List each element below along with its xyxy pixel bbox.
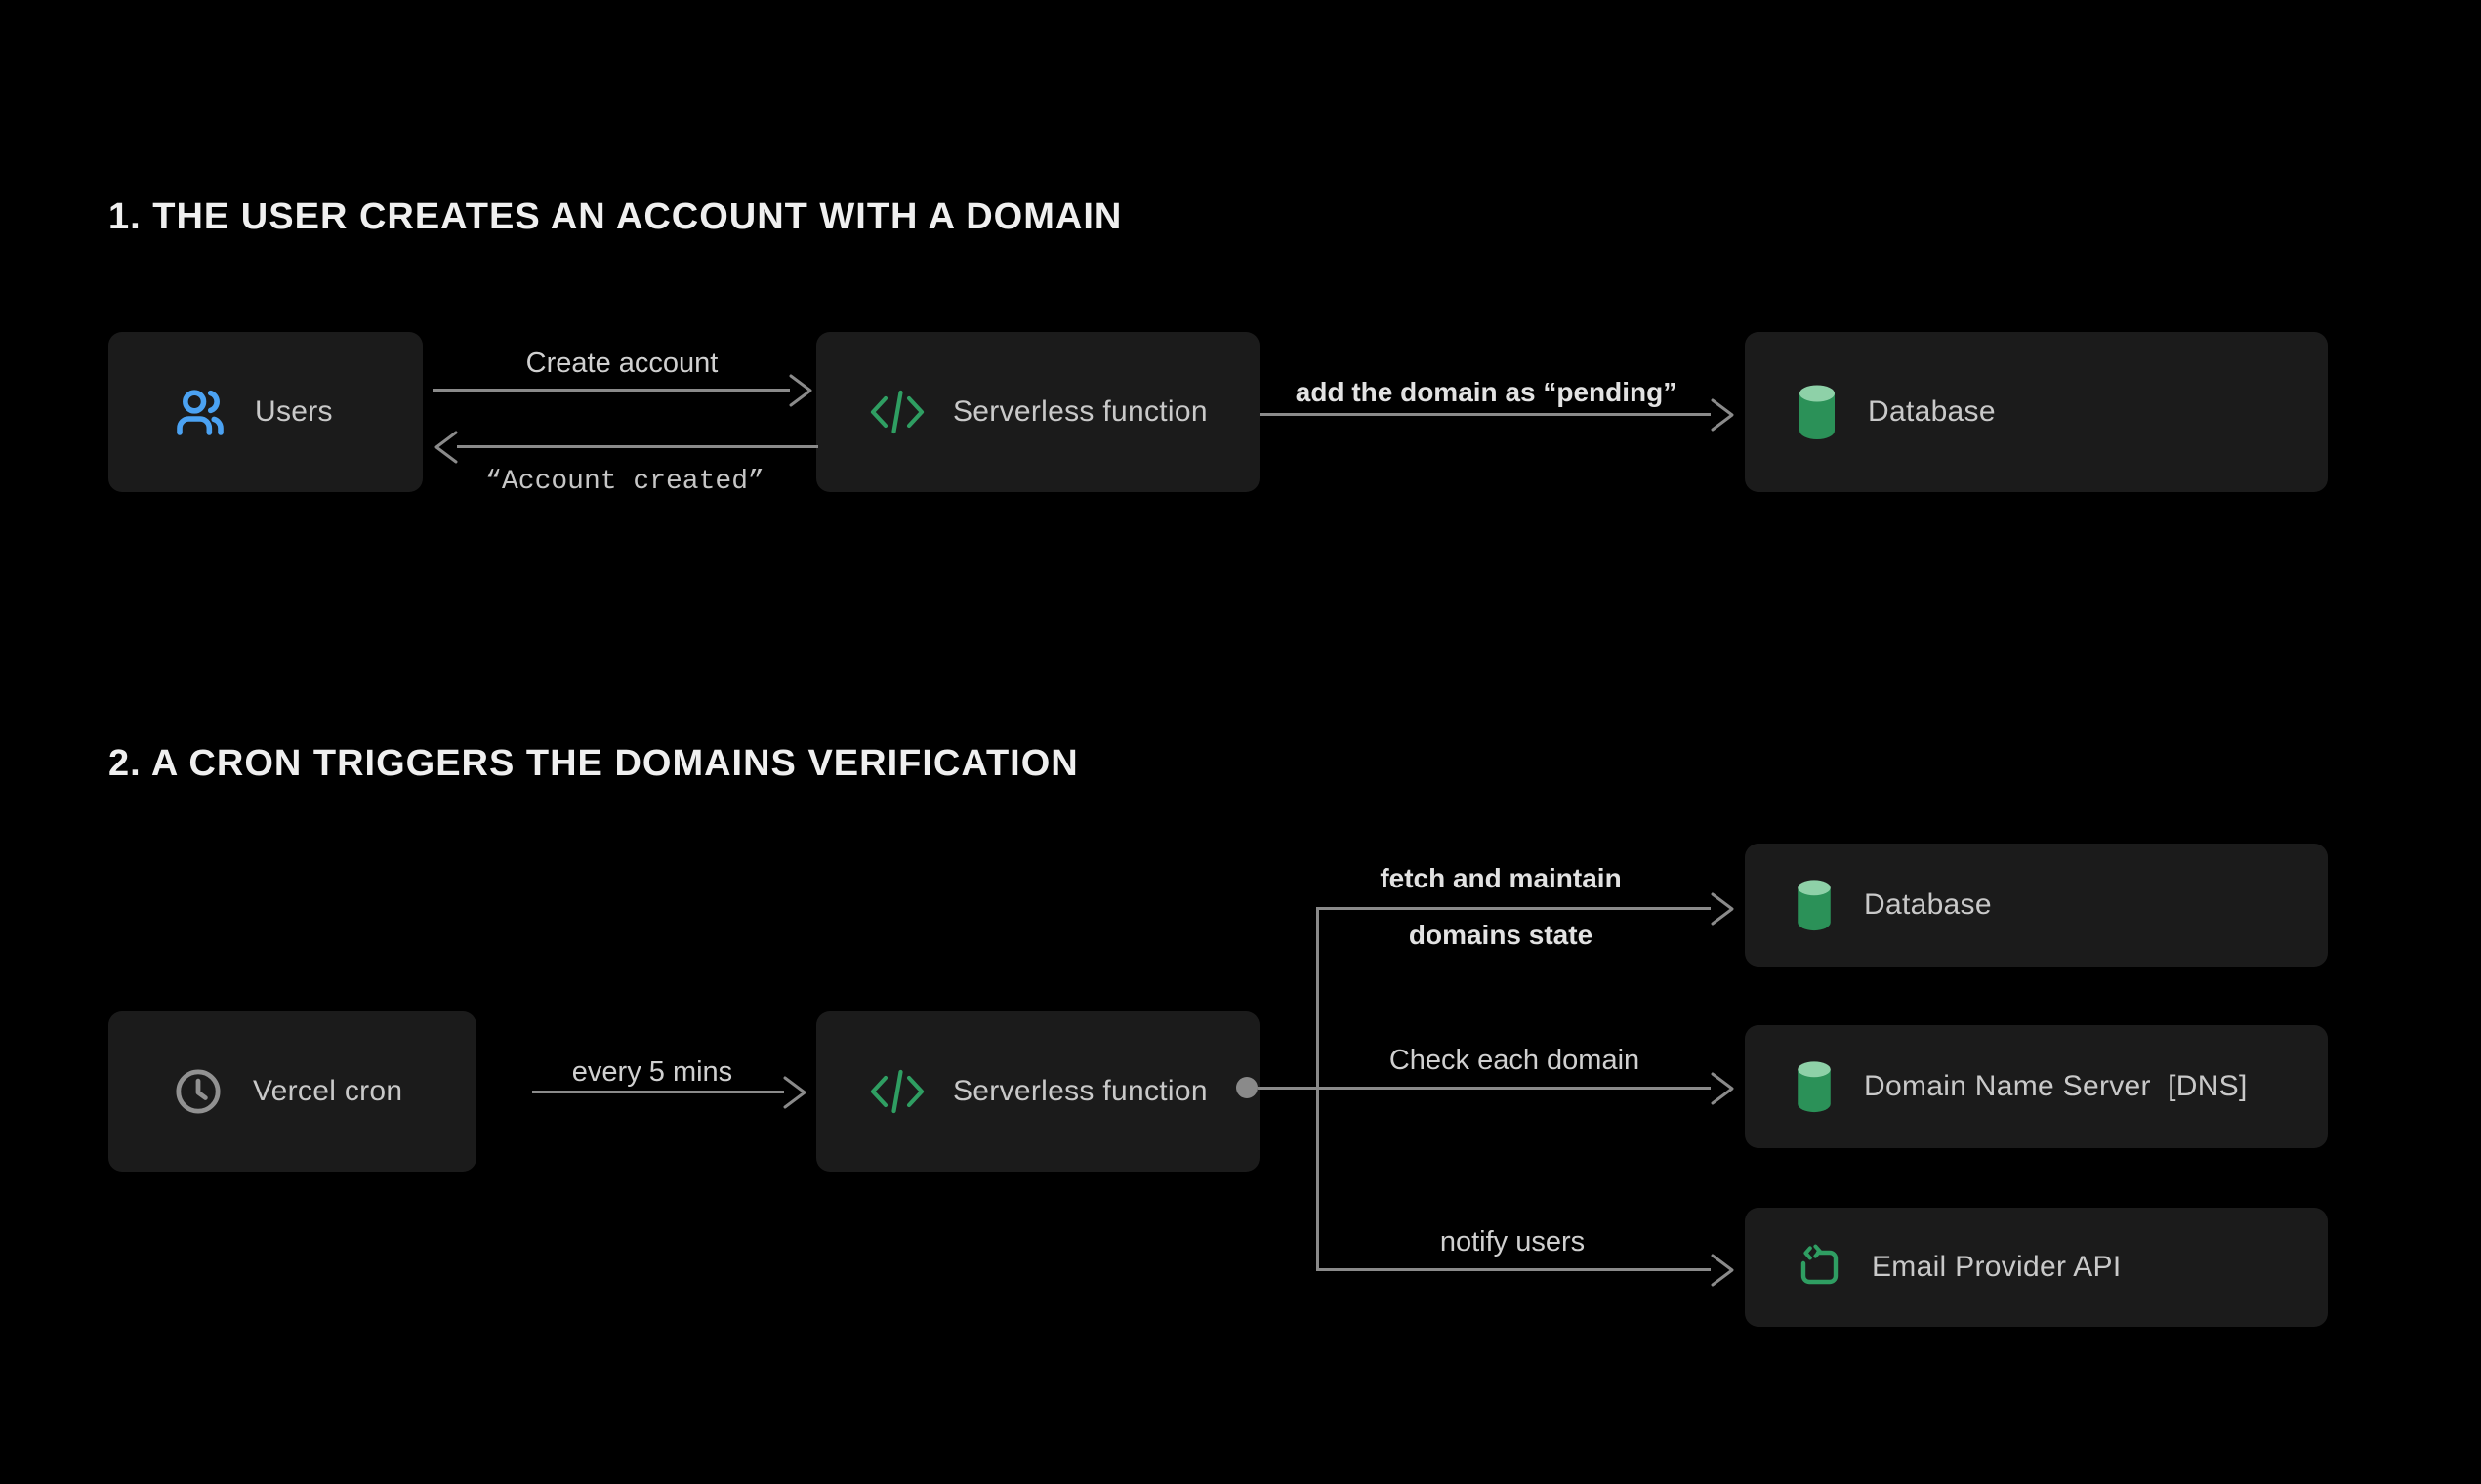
database-node-2: Database [1745, 844, 2328, 967]
edge-every5-line [532, 1091, 784, 1093]
email-provider-label: Email Provider API [1872, 1251, 2122, 1283]
code-icon [867, 1064, 928, 1119]
arrowhead-right-icon [1711, 1072, 1734, 1105]
database-node-1: Database [1745, 332, 2328, 492]
edge-notify-users-line [1316, 1268, 1711, 1271]
edge-fetch-maintain-label-line2: domains state [1408, 920, 1593, 950]
section1-title: 1. THE USER CREATES AN ACCOUNT WITH A DO… [108, 196, 1123, 237]
edge-add-domain-label: add the domain as “pending” [1295, 377, 1677, 407]
arrowhead-right-icon [1711, 1254, 1734, 1287]
arrowhead-right-icon [783, 1076, 806, 1109]
connector-dot [1236, 1077, 1258, 1098]
edge-account-created-line [457, 445, 818, 448]
users-icon [173, 385, 227, 439]
branch-trunk-line [1316, 907, 1319, 1270]
vercel-cron-label: Vercel cron [253, 1075, 403, 1107]
edge-fetch-maintain-label-line1: fetch and maintain [1380, 863, 1622, 893]
email-api-icon [1796, 1244, 1842, 1291]
clock-icon [173, 1066, 224, 1117]
section2-title: 2. A CRON TRIGGERS THE DOMAINS VERIFICAT… [108, 743, 1079, 784]
edge-fetch-maintain-line [1316, 907, 1711, 910]
database-icon [1796, 384, 1839, 440]
edge-account-created-label: “Account created” [485, 467, 765, 497]
serverless-label-1: Serverless function [953, 395, 1208, 428]
serverless-function-node-1: Serverless function [816, 332, 1260, 492]
edge-create-account-line [433, 389, 790, 392]
vercel-cron-node: Vercel cron [108, 1011, 476, 1172]
database-icon [1794, 879, 1835, 931]
edge-create-account-label: Create account [525, 348, 719, 379]
users-label: Users [255, 395, 333, 428]
arrowhead-right-icon [789, 374, 812, 407]
database-icon [1794, 1060, 1835, 1113]
dns-node: Domain Name Server [DNS] [1745, 1025, 2328, 1148]
users-node: Users [108, 332, 423, 492]
arrowhead-right-icon [1711, 892, 1734, 926]
arrowhead-right-icon [1711, 398, 1734, 432]
dns-label: Domain Name Server [DNS] [1864, 1070, 2248, 1102]
serverless-function-node-2: Serverless function [816, 1011, 1260, 1172]
edge-notify-users-label: notify users [1439, 1226, 1586, 1257]
serverless-label-2: Serverless function [953, 1075, 1208, 1107]
database-label-1: Database [1868, 395, 1996, 428]
email-provider-node: Email Provider API [1745, 1208, 2328, 1327]
edge-check-domain-label: Check each domain [1388, 1045, 1640, 1076]
edge-check-domain-line [1258, 1087, 1711, 1090]
database-label-2: Database [1864, 888, 1992, 921]
arrowhead-left-icon [434, 431, 458, 464]
edge-add-domain-line [1260, 413, 1711, 416]
code-icon [867, 385, 928, 439]
edge-every5-label: every 5 mins [571, 1056, 733, 1088]
